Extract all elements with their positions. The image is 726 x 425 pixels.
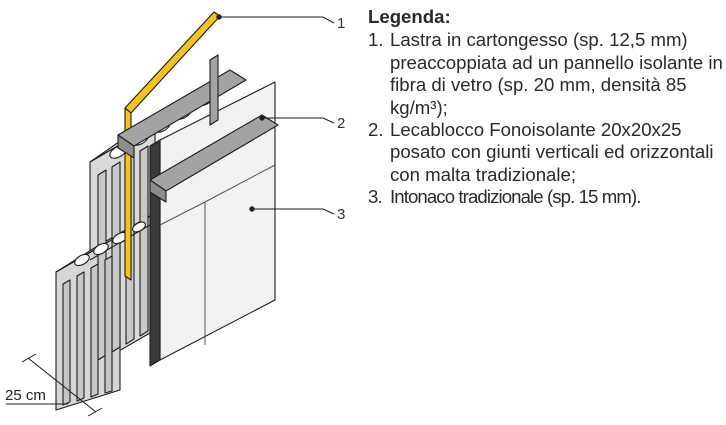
- leader-2: [262, 117, 335, 124]
- plaster-edge: [149, 139, 161, 367]
- legend-item-number: 3.: [368, 186, 383, 208]
- callout-2: 2: [337, 115, 345, 132]
- legend-list: 1. Lastra in cartongesso (sp. 12,5 mm) p…: [368, 29, 724, 208]
- plaster-layer: [149, 81, 276, 367]
- callout-3: 3: [337, 206, 345, 223]
- legend-item-text: Intonaco tradizionale (sp. 15 mm).: [390, 186, 641, 208]
- callout-leaders: [216, 14, 335, 215]
- legend-item-text: Lecablocco Fonoisolante 20x20x25 posato …: [390, 119, 714, 185]
- dimension-label: 25 cm: [5, 387, 46, 404]
- dimension-line: [6, 353, 103, 417]
- legend-item-number: 1.: [368, 29, 384, 51]
- legend: Legenda: 1. Lastra in cartongesso (sp. 1…: [368, 6, 724, 209]
- legend-item-1: 1. Lastra in cartongesso (sp. 12,5 mm) p…: [368, 29, 724, 119]
- leader-1: [219, 16, 335, 24]
- legend-item-number: 2.: [368, 119, 384, 141]
- plasterboard-slab-1-side: [117, 134, 135, 159]
- plasterboard-slab-2-side: [149, 179, 167, 203]
- callout-1: 1: [337, 15, 345, 32]
- plasterboard-lining: [117, 11, 279, 281]
- leader-3: [252, 208, 335, 215]
- legend-item-text: Lastra in cartongesso (sp. 12,5 mm) prea…: [390, 29, 723, 118]
- legend-title: Legenda:: [368, 6, 451, 27]
- plasterboard-edge: [209, 54, 219, 126]
- legend-item-2: 2. Lecablocco Fonoisolante 20x20x25 posa…: [368, 119, 724, 186]
- legend-item-3: 3. Intonaco tradizionale (sp. 15 mm).: [368, 186, 724, 208]
